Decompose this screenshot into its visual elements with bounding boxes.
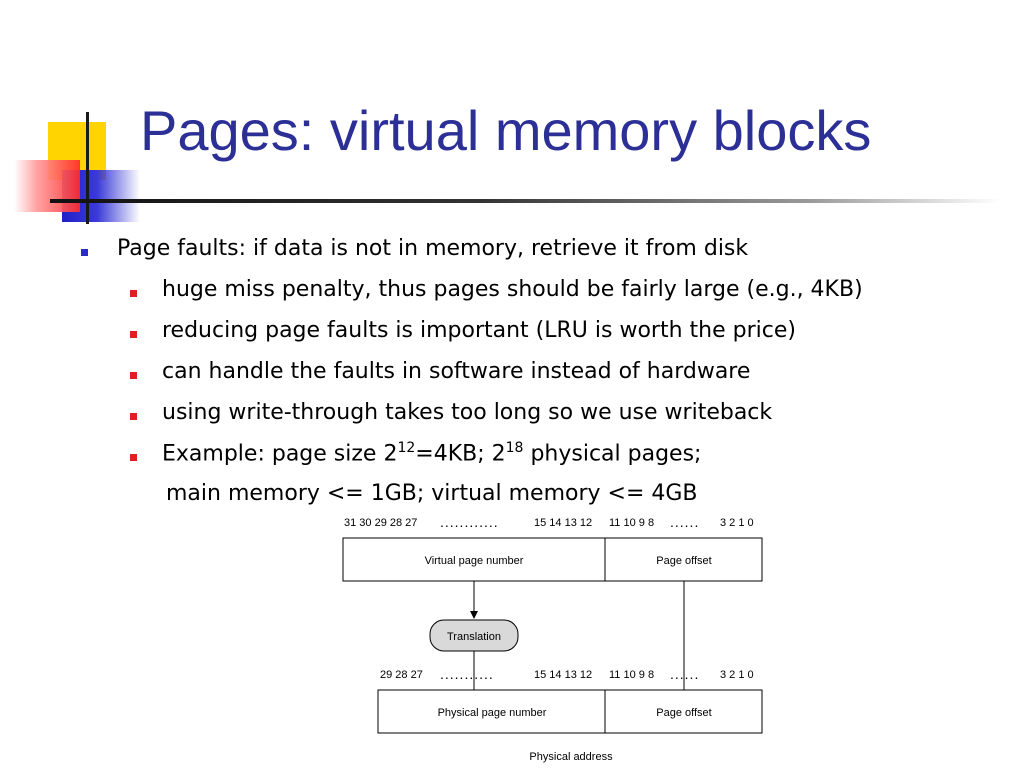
slide-title: Pages: virtual memory blocks bbox=[140, 99, 872, 162]
decor-red-square bbox=[14, 160, 80, 212]
bullet-main: Page faults: if data is not in memory, r… bbox=[117, 236, 749, 261]
virtual-bits-mid: 15 14 13 12 bbox=[534, 517, 592, 529]
physical-bits-low-2: 3 2 1 0 bbox=[720, 669, 754, 681]
example-exponent-2: 18 bbox=[505, 440, 524, 456]
sub-bullet-item: reducing page faults is important (LRU i… bbox=[162, 318, 796, 343]
physical-bits-dots: ...... bbox=[670, 666, 699, 682]
sub-bullet-item: using write-through takes too long so we… bbox=[162, 400, 773, 425]
virtual-bits-low-1: 11 10 9 8 bbox=[609, 517, 654, 529]
physical-page-number-label: Physical page number bbox=[438, 707, 547, 719]
example-suffix: physical pages; bbox=[523, 441, 702, 467]
physical-bits-high: 29 28 27 bbox=[380, 669, 423, 681]
example-prefix: Example: page size 2 bbox=[162, 441, 398, 467]
virtual-bits-low-2: 3 2 1 0 bbox=[720, 517, 754, 529]
physical-page-offset-label: Page offset bbox=[656, 707, 711, 719]
sub-bullet-example: Example: page size 212=4KB; 218 physical… bbox=[162, 440, 701, 468]
virtual-bits-dots: ............ bbox=[440, 514, 499, 530]
bullet-continuation: main memory <= 1GB; virtual memory <= 4G… bbox=[166, 481, 698, 506]
example-mid: =4KB; 2 bbox=[415, 441, 506, 467]
physical-page-number-field bbox=[377, 689, 606, 734]
virtual-page-offset-label: Page offset bbox=[656, 555, 711, 567]
virtual-bits-high: 31 30 29 28 27 bbox=[344, 517, 417, 529]
decor-vertical-line bbox=[86, 112, 89, 224]
physical-bits-low-1: 11 10 9 8 bbox=[609, 669, 654, 681]
sub-bullet-marker bbox=[130, 372, 137, 379]
physical-bits-dots: ........... bbox=[440, 666, 494, 682]
sub-bullet-marker bbox=[130, 454, 137, 461]
physical-address-caption: Physical address bbox=[529, 751, 613, 763]
title-underline bbox=[50, 199, 1000, 203]
translation-label: Translation bbox=[447, 631, 501, 643]
virtual-page-number-label: Virtual page number bbox=[425, 555, 524, 567]
address-translation-diagram: 31 30 29 28 27 ............ 15 14 13 12 … bbox=[342, 514, 763, 763]
bullet-marker bbox=[81, 249, 88, 256]
physical-bits-mid: 15 14 13 12 bbox=[534, 669, 592, 681]
sub-bullet-item: can handle the faults in software instea… bbox=[162, 359, 751, 384]
example-exponent-1: 12 bbox=[397, 440, 416, 456]
sub-bullet-marker bbox=[130, 290, 137, 297]
sub-bullet-marker bbox=[130, 331, 137, 338]
virtual-bits-dots: ...... bbox=[670, 514, 699, 530]
virtual-page-number-field bbox=[342, 537, 606, 582]
physical-page-offset-field bbox=[604, 689, 763, 734]
translation-box bbox=[429, 619, 519, 652]
sub-bullet-item: huge miss penalty, thus pages should be … bbox=[162, 277, 863, 302]
sub-bullet-marker bbox=[130, 413, 137, 420]
